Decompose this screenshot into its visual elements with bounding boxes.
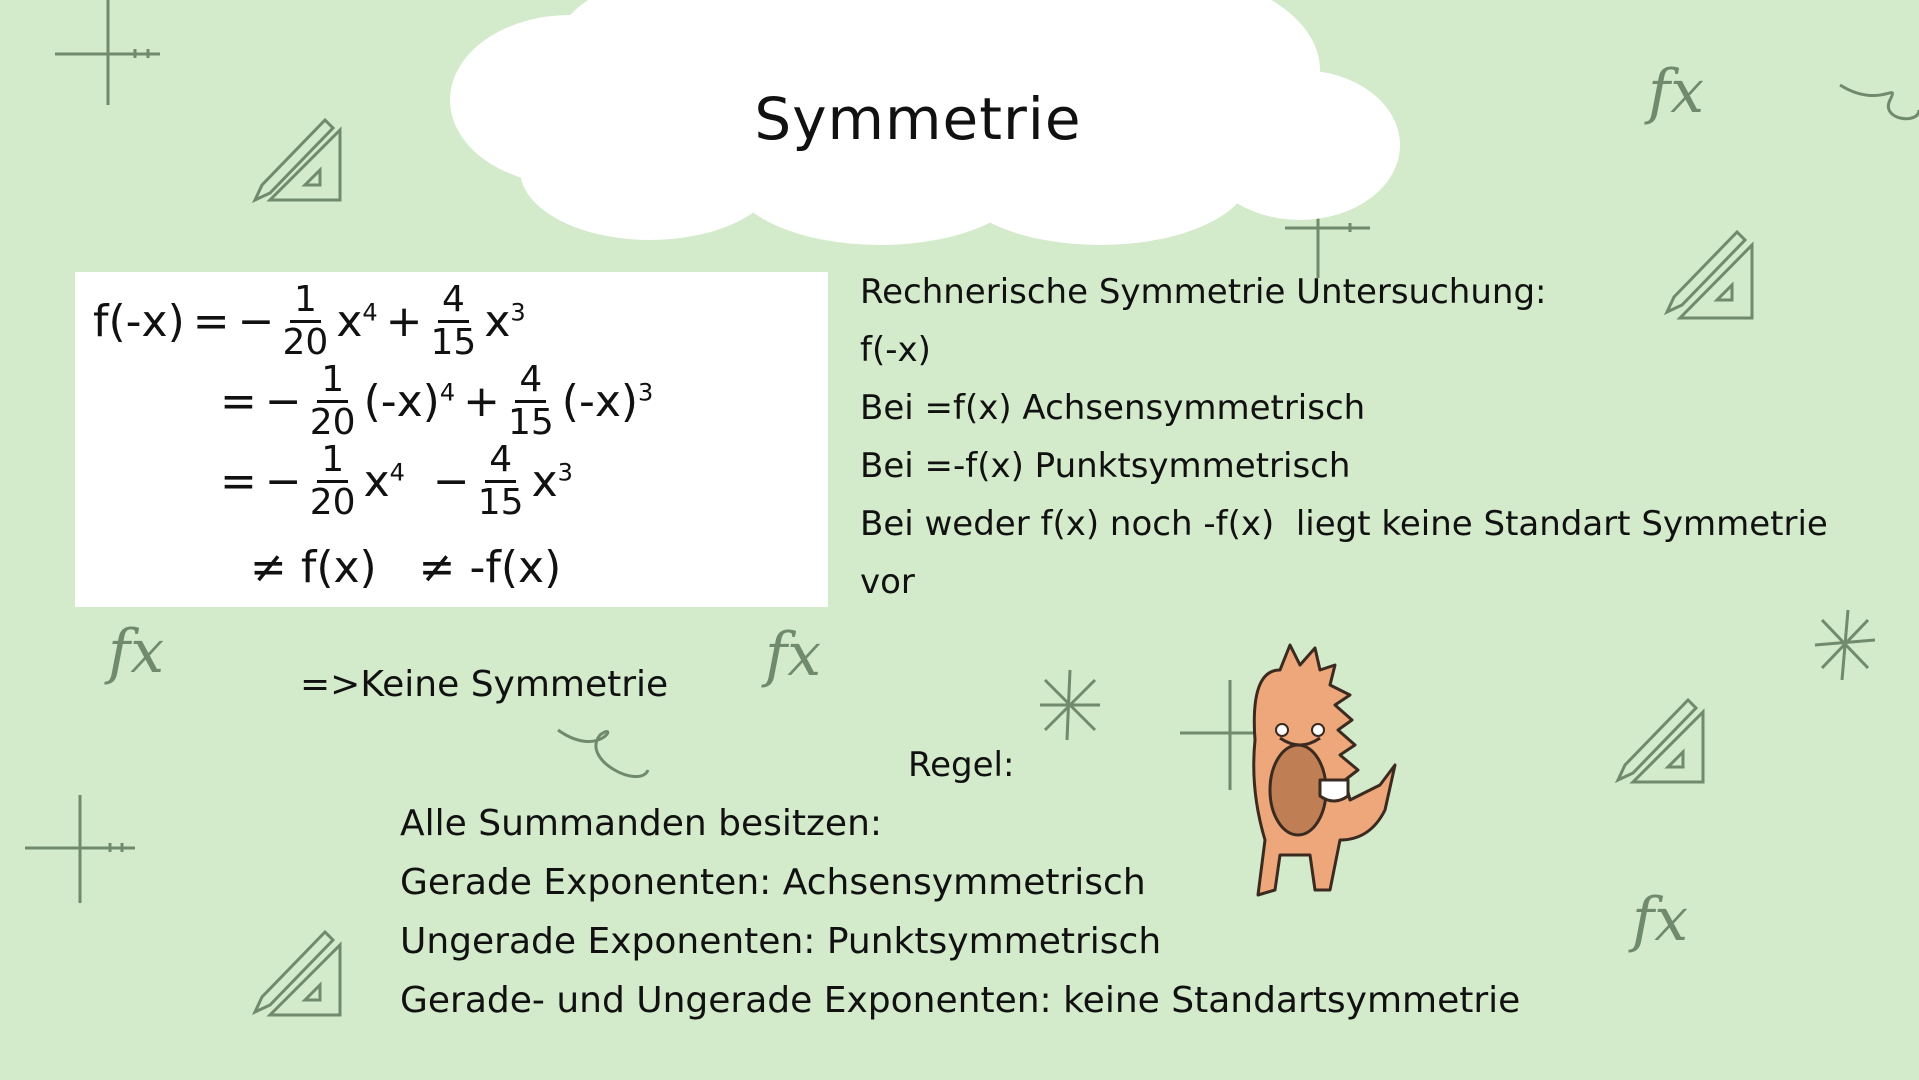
fx-icon: fx xyxy=(761,620,821,690)
exponent: 4 xyxy=(362,298,378,327)
math-sign: − xyxy=(264,456,302,507)
rule-line: Ungerade Exponenten: Punktsymmetrisch xyxy=(400,921,1162,962)
term-base: x xyxy=(363,456,390,507)
analysis-line: vor xyxy=(860,562,915,602)
denominator: 15 xyxy=(477,482,524,523)
math-term: x3 xyxy=(484,296,525,347)
rule-line: Gerade Exponenten: Achsensymmetrisch xyxy=(400,862,1146,903)
term-base: x xyxy=(336,296,363,347)
ruler-triangle-icon xyxy=(1614,697,1705,784)
rule-line: Gerade- und Ungerade Exponenten: keine S… xyxy=(400,980,1521,1021)
analysis-heading: Rechnerische Symmetrie Untersuchung: xyxy=(860,272,1547,312)
sparkle-icon xyxy=(1814,609,1876,681)
ruler-triangle-icon xyxy=(251,117,342,204)
numerator: 1 xyxy=(317,442,349,483)
swirl-icon xyxy=(557,728,650,778)
analysis-line: f(-x) xyxy=(860,330,931,370)
exponent: 4 xyxy=(439,378,456,407)
dinosaur-illustration xyxy=(1252,643,1397,897)
fx-icon: fx xyxy=(1644,57,1704,127)
term-base: x xyxy=(531,456,558,507)
page-title: Symmetrie xyxy=(754,85,1082,153)
rule-line: Alle Summanden besitzen: xyxy=(400,803,883,844)
math-sign: − xyxy=(432,456,470,507)
exponent: 3 xyxy=(510,298,526,327)
swirl-icon xyxy=(1839,83,1919,121)
numerator: 1 xyxy=(317,362,349,403)
exponent: 3 xyxy=(638,378,654,407)
exponent: 4 xyxy=(389,458,405,487)
denominator: 20 xyxy=(309,402,356,443)
fx-icon: fx xyxy=(104,617,164,687)
numerator: 4 xyxy=(485,442,517,483)
term-base: (-x) xyxy=(363,376,440,427)
ruler-triangle-icon xyxy=(251,929,342,1017)
conclusion-text: =>Keine Symmetrie xyxy=(300,664,669,705)
coordinate-axes-icon xyxy=(55,0,160,105)
math-term: x3 xyxy=(532,456,573,507)
exponent: 3 xyxy=(557,458,573,487)
math-line-4: ≠ f(x) ≠ -f(x) xyxy=(250,542,562,593)
sparkle-icon xyxy=(1040,669,1100,741)
numerator: 4 xyxy=(437,282,469,323)
math-lhs: f(-x) xyxy=(93,296,185,347)
analysis-line: Bei =-f(x) Punktsymmetrisch xyxy=(860,446,1351,486)
math-term: (-x)3 xyxy=(562,376,654,427)
denominator: 15 xyxy=(507,402,554,443)
numerator: 1 xyxy=(289,282,321,323)
fx-icon: fx xyxy=(1628,885,1688,955)
cloud-shape xyxy=(450,0,1400,245)
math-sign: − xyxy=(237,296,275,347)
denominator: 20 xyxy=(309,482,356,523)
ruler-triangle-icon xyxy=(1663,229,1754,320)
analysis-line: Bei =f(x) Achsensymmetrisch xyxy=(860,388,1366,428)
rule-heading: Regel: xyxy=(908,745,1015,785)
analysis-line: Bei weder f(x) noch -f(x) liegt keine St… xyxy=(860,504,1828,544)
term-base: (-x) xyxy=(561,376,639,427)
math-eq: = xyxy=(220,456,257,507)
math-eq: = xyxy=(192,296,230,347)
math-term: x4 xyxy=(364,456,405,507)
denominator: 15 xyxy=(430,322,477,363)
denominator: 20 xyxy=(282,322,329,363)
math-term: (-x)4 xyxy=(364,376,456,427)
math-sign: + xyxy=(463,376,500,427)
math-eq: = xyxy=(220,376,257,427)
numerator: 4 xyxy=(515,362,547,403)
coordinate-axes-icon xyxy=(25,795,135,903)
math-term: x4 xyxy=(336,296,377,347)
term-base: x xyxy=(484,296,511,347)
math-sign: − xyxy=(264,376,302,427)
math-sign: + xyxy=(385,296,423,347)
